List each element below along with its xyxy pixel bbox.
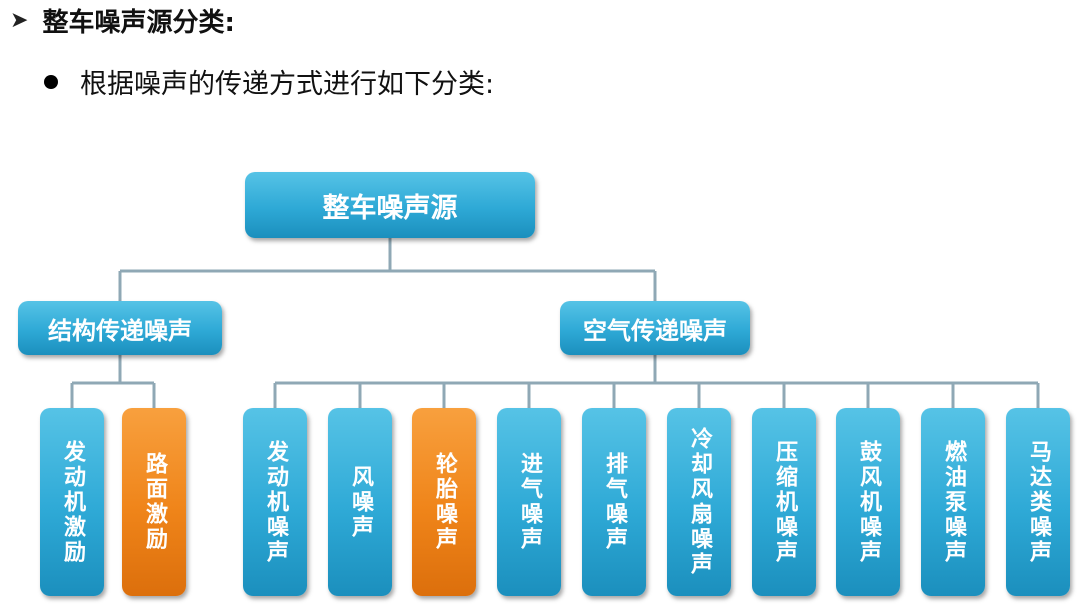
leaf-blower-noise: 鼓风机噪声 [836,408,900,596]
leaf-tire-noise: 轮胎噪声 [412,408,476,596]
leaf-cooling-fan-noise: 冷却风扇噪声 [667,408,731,596]
leaf-engine-excitation: 发动机激励 [40,408,104,596]
leaf-intake-noise: 进气噪声 [497,408,561,596]
node-airborne-noise: 空气传递噪声 [560,301,750,355]
leaf-motor-noise: 马达类噪声 [1006,408,1070,596]
leaf-road-excitation: 路面激励 [122,408,186,596]
heading-text: 整车噪声源分类: [42,8,235,38]
section-heading: ➤ 整车噪声源分类: [10,2,235,39]
bullet-item: 根据噪声的传递方式进行如下分类: [44,62,494,101]
leaf-wind-noise: 风噪声 [328,408,392,596]
leaf-exhaust-noise: 排气噪声 [582,408,646,596]
root-node: 整车噪声源 [245,172,535,238]
bullet-dot-icon [44,74,58,89]
leaf-compressor-noise: 压缩机噪声 [752,408,816,596]
leaf-fuel-pump-noise: 燃油泵噪声 [921,408,985,596]
bullet-text: 根据噪声的传递方式进行如下分类: [80,69,495,100]
node-structural-noise: 结构传递噪声 [18,301,222,355]
leaf-engine-noise: 发动机噪声 [243,408,307,596]
triangle-right-icon: ➤ [10,8,29,33]
